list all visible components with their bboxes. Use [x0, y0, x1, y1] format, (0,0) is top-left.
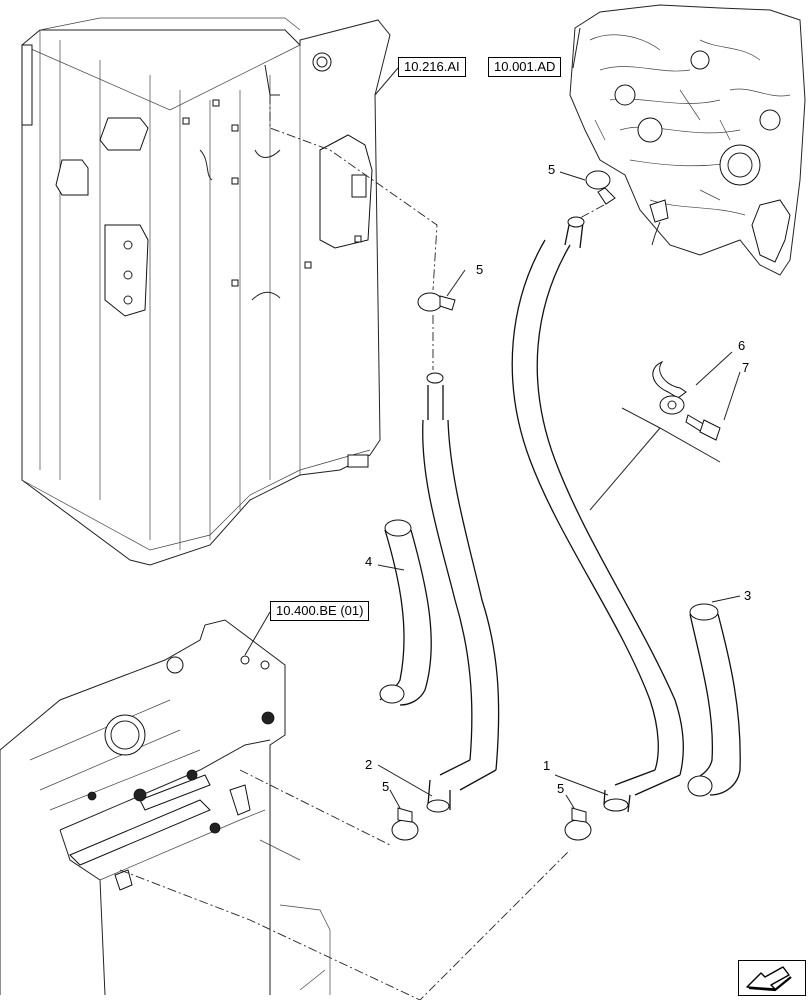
hose-item-3 [687, 603, 741, 797]
callout-5a: 5 [476, 262, 483, 277]
callout-3: 3 [744, 588, 751, 603]
hose-item-1 [511, 216, 684, 813]
alignment-lines [119, 95, 605, 1000]
pipe-clamp-item-6 [652, 360, 687, 415]
callout-4: 4 [365, 554, 372, 569]
hose-item-2 [422, 372, 500, 813]
radiator-assembly [0, 619, 331, 996]
hose-clamp-lower-left [391, 807, 419, 841]
fuel-tank-assembly [21, 17, 391, 566]
callout-5d: 5 [557, 781, 564, 796]
hose-clamp-upper-right [585, 170, 616, 205]
bolt-item-7 [685, 414, 721, 441]
hose-clamp-upper-left [417, 292, 456, 312]
reference-box-tank[interactable]: 10.216.AI [398, 57, 466, 77]
callout-5c: 5 [382, 779, 389, 794]
hose-item-4 [379, 519, 432, 706]
hose-clamp-lower-right [564, 807, 592, 841]
engine-assembly [569, 4, 806, 276]
callout-2: 2 [365, 757, 372, 772]
callout-6: 6 [738, 338, 745, 353]
direction-arrow-icon [746, 966, 792, 992]
callout-1: 1 [543, 758, 550, 773]
reference-box-engine[interactable]: 10.001.AD [488, 57, 562, 77]
callout-5b: 5 [548, 162, 555, 177]
reference-box-radiator[interactable]: 10.400.BE (01) [270, 601, 370, 621]
callout-7: 7 [742, 360, 749, 375]
leader-lines [244, 27, 741, 809]
navigation-box[interactable] [738, 960, 806, 996]
